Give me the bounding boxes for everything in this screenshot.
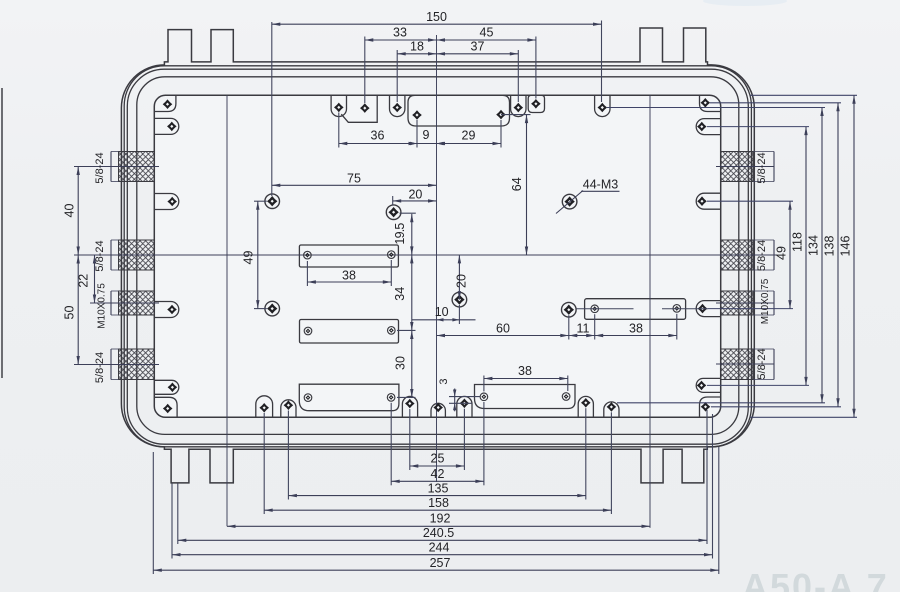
svg-text:5/8-24: 5/8-24	[94, 352, 106, 383]
svg-text:5/8-24: 5/8-24	[94, 240, 106, 271]
svg-text:42: 42	[431, 467, 445, 481]
svg-text:5/8-24: 5/8-24	[94, 152, 106, 183]
svg-text:20: 20	[408, 187, 422, 201]
svg-text:192: 192	[430, 512, 451, 526]
svg-text:10: 10	[435, 305, 449, 319]
svg-text:A50-A 7: A50-A 7	[742, 566, 889, 592]
svg-text:33: 33	[393, 26, 407, 40]
svg-text:19.5: 19.5	[393, 223, 407, 245]
svg-text:34: 34	[393, 287, 407, 301]
svg-text:146: 146	[839, 236, 853, 257]
svg-text:134: 134	[807, 235, 821, 256]
svg-text:158: 158	[428, 496, 449, 510]
svg-text:64: 64	[510, 177, 524, 191]
svg-text:44-M3: 44-M3	[583, 178, 618, 192]
svg-text:138: 138	[823, 236, 837, 257]
svg-text:9: 9	[423, 128, 430, 142]
svg-text:60: 60	[496, 321, 510, 335]
svg-text:5/8-24: 5/8-24	[756, 348, 768, 379]
svg-text:36: 36	[371, 129, 385, 143]
svg-text:50: 50	[63, 306, 77, 320]
svg-text:22: 22	[77, 274, 91, 288]
svg-text:40: 40	[63, 204, 77, 218]
svg-text:25: 25	[431, 452, 445, 466]
svg-text:49: 49	[242, 251, 256, 265]
svg-text:244: 244	[429, 541, 450, 555]
svg-text:38: 38	[629, 321, 643, 335]
svg-text:240.5: 240.5	[423, 526, 454, 540]
svg-text:11: 11	[577, 321, 590, 335]
svg-text:75: 75	[347, 172, 361, 186]
svg-text:5/8-24: 5/8-24	[756, 152, 768, 183]
svg-text:30: 30	[394, 356, 408, 370]
svg-text:118: 118	[791, 232, 805, 252]
svg-text:3: 3	[438, 378, 450, 384]
svg-text:38: 38	[342, 268, 356, 282]
svg-text:257: 257	[430, 556, 451, 570]
svg-text:29: 29	[462, 129, 476, 143]
svg-text:49: 49	[775, 246, 789, 260]
svg-text:18: 18	[410, 39, 424, 53]
svg-text:37: 37	[471, 39, 485, 53]
svg-text:150: 150	[426, 10, 447, 24]
svg-text:M10X0.75: M10X0.75	[760, 278, 771, 324]
svg-text:135: 135	[428, 481, 449, 495]
svg-text:45: 45	[480, 26, 494, 40]
svg-text:M10X0.75: M10X0.75	[97, 283, 108, 329]
svg-text:38: 38	[518, 364, 532, 378]
svg-text:5/8-24: 5/8-24	[756, 240, 768, 271]
svg-text:20: 20	[455, 274, 469, 288]
